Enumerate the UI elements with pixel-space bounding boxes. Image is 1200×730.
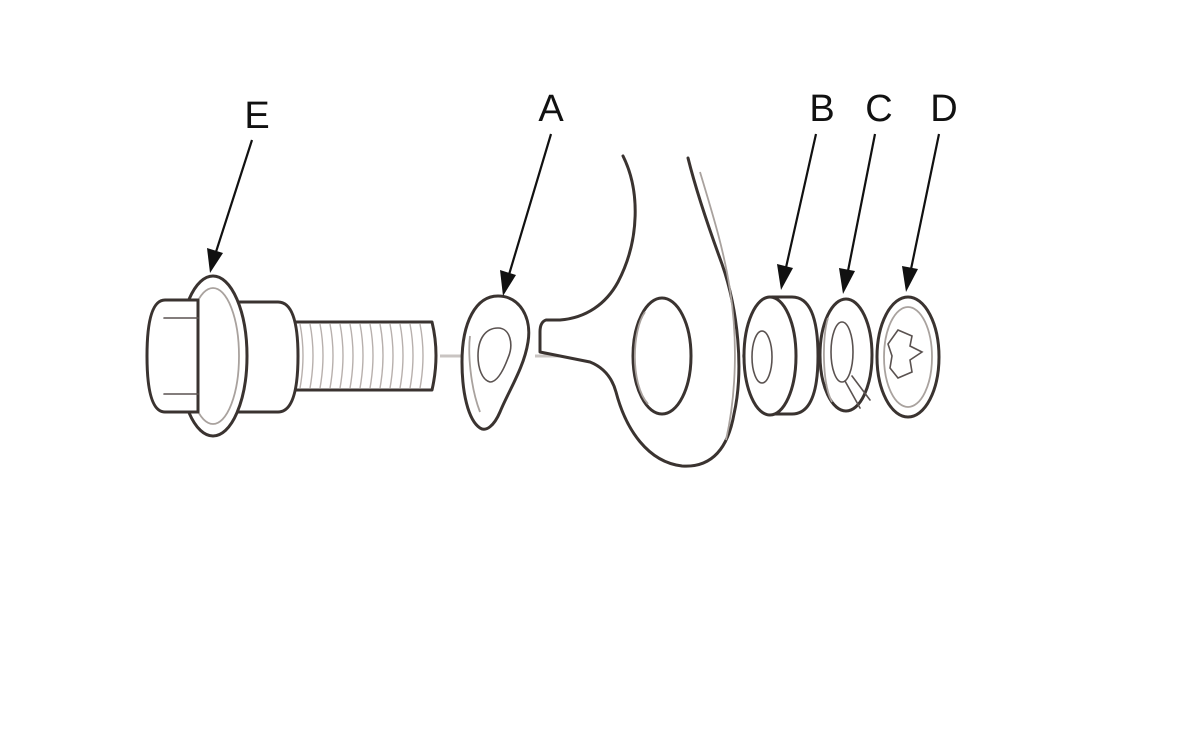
nut-d bbox=[875, 295, 941, 419]
flange-bolt bbox=[145, 274, 438, 438]
washer-a bbox=[460, 294, 531, 431]
lock-washer-c bbox=[818, 297, 874, 413]
leader-c bbox=[839, 133, 877, 294]
leader-a bbox=[500, 133, 553, 296]
leader-e bbox=[207, 139, 254, 273]
spacer-b bbox=[742, 295, 820, 417]
bolt-threads bbox=[299, 323, 424, 389]
leader-d bbox=[902, 133, 941, 292]
label-e: E bbox=[244, 95, 269, 137]
leader-b bbox=[777, 133, 818, 290]
mounting-bracket bbox=[538, 154, 741, 468]
label-d: D bbox=[930, 88, 957, 130]
label-b: B bbox=[809, 88, 834, 130]
label-a: A bbox=[538, 88, 564, 130]
label-c: C bbox=[865, 88, 892, 130]
